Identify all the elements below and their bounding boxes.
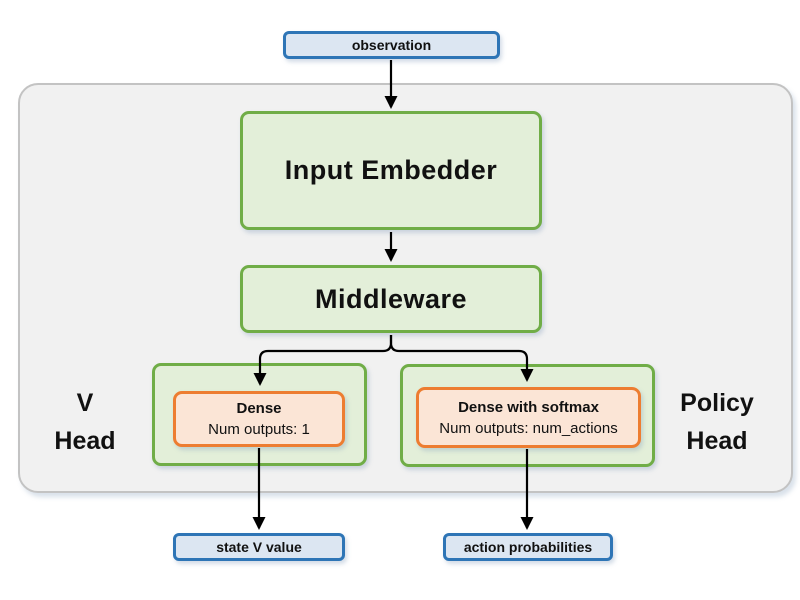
v-head-label: V Head (30, 384, 140, 460)
policy-head-dense-box: Dense with softmax Num outputs: num_acti… (416, 387, 641, 448)
policy-head-label: Policy Head (662, 384, 772, 460)
policy-head-label-line2: Head (686, 427, 748, 455)
v-head-dense-box: Dense Num outputs: 1 (173, 391, 345, 447)
v-head-label-line1: V (76, 389, 94, 417)
node-state-v-value: state V value (173, 533, 345, 561)
policy-head-dense-title: Dense with softmax (458, 398, 599, 416)
node-observation: observation (283, 31, 500, 59)
v-head-label-line2: Head (54, 427, 116, 455)
policy-head-label-line1: Policy (680, 389, 754, 417)
node-action-probabilities: action probabilities (443, 533, 613, 561)
policy-head-dense-subtitle: Num outputs: num_actions (439, 419, 618, 437)
v-head-dense-title: Dense (236, 400, 282, 417)
node-middleware: Middleware (240, 265, 542, 333)
v-head-dense-subtitle: Num outputs: 1 (208, 421, 310, 438)
node-input-embedder: Input Embedder (240, 111, 542, 230)
